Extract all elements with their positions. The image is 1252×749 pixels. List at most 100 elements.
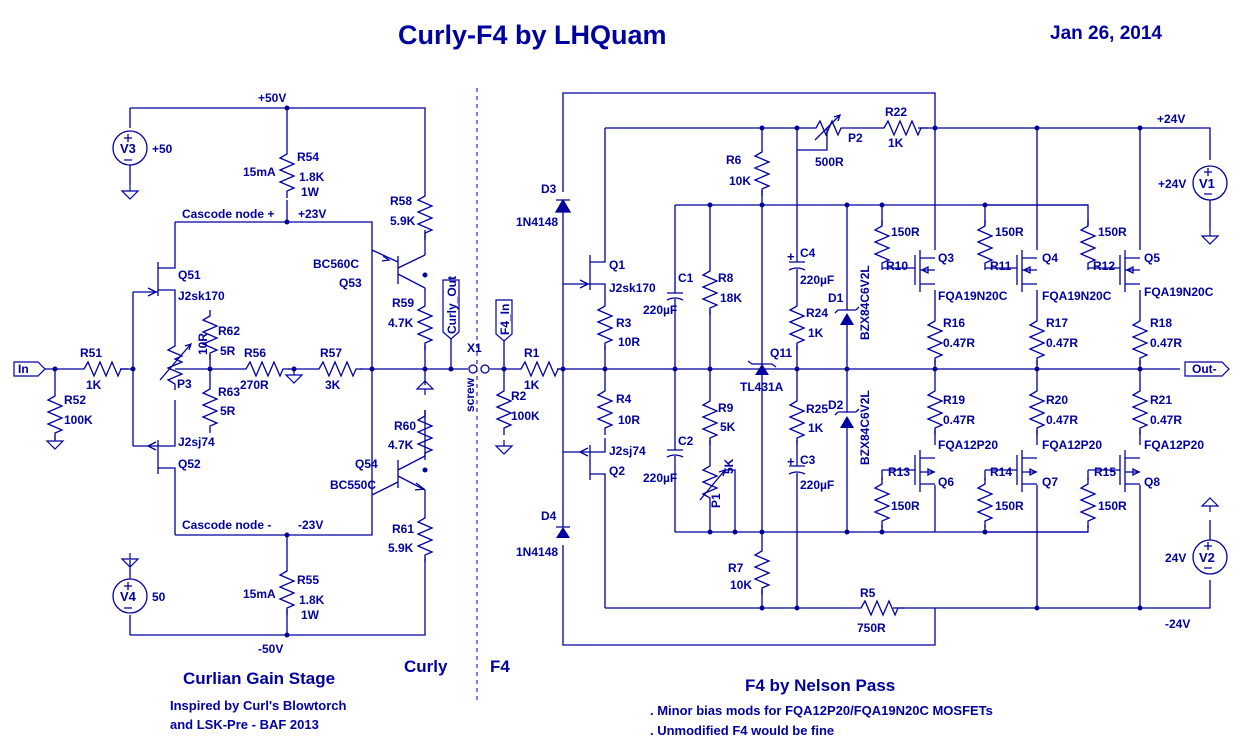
svg-text:R16: R16 <box>943 316 965 330</box>
c3-capacitor: C3 220µF + <box>787 453 834 492</box>
net-minus50: -50V <box>258 642 283 656</box>
q53-bjt: BC560C Q53 <box>313 249 426 369</box>
r25-value: 1K <box>808 421 824 435</box>
svg-text:150R: 150R <box>995 499 1024 513</box>
r24-value: 1K <box>808 326 824 340</box>
r62-label: R62 <box>218 324 240 338</box>
svg-text:D2: D2 <box>828 398 844 412</box>
r6-value: 10K <box>729 174 751 188</box>
q52-jfet: Q52 J2sj74 <box>133 428 215 475</box>
q1-jfet: Q1 J2sk170 <box>563 128 656 300</box>
svg-text:R54: R54 <box>297 150 319 164</box>
q51-jfet: Q51 J2sk170 <box>133 262 225 308</box>
r63-label: R63 <box>218 385 240 399</box>
svg-text:P3: P3 <box>177 377 192 391</box>
section-left-title: Curlian Gain Stage <box>183 669 335 688</box>
r60-label: R60 <box>394 419 416 433</box>
r63-value: 5R <box>220 404 236 418</box>
c1-capacitor: C1 220µF <box>643 205 694 369</box>
svg-text:R13: R13 <box>888 465 910 479</box>
svg-text:Q53: Q53 <box>339 276 362 290</box>
svg-text:V3: V3 <box>120 141 136 156</box>
r9-label: R9 <box>718 401 734 415</box>
curly-out-port[interactable]: Curly_Out <box>442 276 460 340</box>
r1-value: 1K <box>524 378 540 392</box>
section-curly-label: Curly <box>404 657 448 676</box>
d1-zener: D1 BZX84C6V2L <box>828 265 872 340</box>
svg-text:0.47R: 0.47R <box>943 336 975 350</box>
r54-labels: R54 1.8K 1W 15mA <box>243 150 325 199</box>
net-cascode-minus: Cascode node - <box>182 518 271 532</box>
f4-in-port[interactable]: F4_In <box>495 299 513 342</box>
rail-plus24 <box>605 127 1211 160</box>
q2-jfet: Q2 J2sj74 <box>563 438 646 608</box>
rail-minus24 <box>605 580 1211 609</box>
q54-bjt: Q54 BC550C <box>330 455 426 496</box>
output-stage-p2: R20 0.47R FQA12P20 R14 Q7 150R <box>977 384 1102 532</box>
r22-value: 1K <box>888 136 904 150</box>
svg-text:J2sk170: J2sk170 <box>609 281 656 295</box>
out-port[interactable]: Out- <box>1184 361 1230 377</box>
svg-text:1N4148: 1N4148 <box>516 215 558 229</box>
svg-text:R17: R17 <box>1046 316 1068 330</box>
date-label: Jan 26, 2014 <box>1050 23 1162 44</box>
svg-text:Q5: Q5 <box>1144 251 1160 265</box>
r57-label: R57 <box>320 346 342 360</box>
svg-text:D4: D4 <box>541 509 557 523</box>
svg-text:BC560C: BC560C <box>313 257 359 271</box>
r25-label: R25 <box>806 402 828 416</box>
svg-text:V4: V4 <box>120 589 137 604</box>
svg-text:FQA19N20C: FQA19N20C <box>1042 289 1112 303</box>
svg-text:R11: R11 <box>990 259 1012 273</box>
cascode-minus-wire <box>174 475 373 565</box>
svg-text:15mA: 15mA <box>243 165 276 179</box>
r2-label: R2 <box>511 389 527 403</box>
r58-label: R58 <box>390 194 412 208</box>
r7-value: 10K <box>730 578 752 592</box>
section-right-note2: . Unmodified F4 would be fine <box>650 723 834 738</box>
r1-label: R1 <box>524 346 540 360</box>
section-f4-label: F4 <box>490 657 510 676</box>
svg-text:R14: R14 <box>990 465 1012 479</box>
r22-label: R22 <box>885 105 907 119</box>
svg-text:0.47R: 0.47R <box>1150 336 1182 350</box>
svg-text:150R: 150R <box>1098 499 1127 513</box>
output-stage-n2: R11 150R Q4 FQA19N20C R17 0.47R <box>977 128 1112 608</box>
c2-capacitor: C2 220µF <box>643 369 694 532</box>
source-v4: V4 50 <box>112 552 166 614</box>
svg-text:Out-: Out- <box>1192 362 1217 376</box>
svg-text:+: + <box>787 454 795 469</box>
svg-text:Q54: Q54 <box>355 457 378 471</box>
svg-text:BC550C: BC550C <box>330 478 376 492</box>
net-minus24: -24V <box>1165 617 1190 631</box>
r60-value: 4.7K <box>388 438 414 452</box>
rail-plus50 <box>129 107 426 190</box>
svg-text:R18: R18 <box>1150 316 1172 330</box>
svg-text:X1: X1 <box>467 341 482 355</box>
svg-text:150R: 150R <box>891 499 920 513</box>
r5-value: 750R <box>857 621 886 635</box>
r51-label: R51 <box>80 346 102 360</box>
r57-value: 3K <box>325 378 341 392</box>
svg-text:Q7: Q7 <box>1042 475 1058 489</box>
net-plus50: +50V <box>258 91 286 105</box>
r62-value: 5R <box>220 344 236 358</box>
svg-text:R12: R12 <box>1093 259 1115 273</box>
p1-pot: P1 5K <box>699 458 736 532</box>
svg-text:Q8: Q8 <box>1144 475 1160 489</box>
cascode-plus-wire <box>174 200 373 262</box>
p3-pot: P3 10R <box>159 333 210 391</box>
d3-diode: D3 1N4148 <box>516 182 572 369</box>
r58-value: 5.9K <box>390 214 416 228</box>
svg-text:J2sj74: J2sj74 <box>609 444 646 458</box>
output-stage-p1: R19 0.47R FQA12P20 R13 Q6 150R <box>874 384 998 532</box>
svg-text:P1: P1 <box>709 493 723 508</box>
svg-text:J2sk170: J2sk170 <box>178 289 225 303</box>
net-cascode-plus: Cascode node + <box>182 207 274 221</box>
p2-pot: P2 500R <box>797 113 863 169</box>
in-port[interactable]: In <box>13 361 46 377</box>
output-stage-n3: R12 150R Q5 FQA19N20C R18 0.47R <box>985 128 1214 608</box>
svg-text:FQA12P20: FQA12P20 <box>938 438 998 452</box>
svg-text:220µF: 220µF <box>643 471 677 485</box>
svg-text:+50: +50 <box>152 142 173 156</box>
